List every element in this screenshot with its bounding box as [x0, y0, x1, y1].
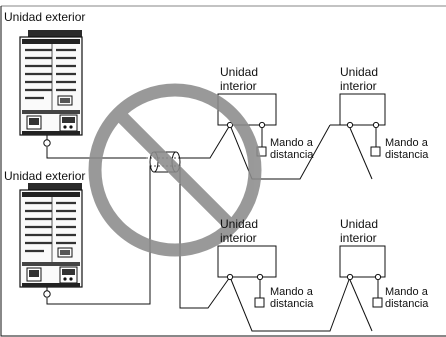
- outdoor-unit-1-terminal: [43, 135, 51, 147]
- indoor-upper-right-label-1: Unidad: [340, 65, 378, 79]
- indoor-lower-left-label-1: Unidad: [220, 217, 258, 231]
- indoor-upper-right-label-2: interior: [340, 79, 377, 93]
- indoor-unit-upper-left: [217, 93, 277, 157]
- remote-lower-left-label-1: Mando a: [270, 286, 314, 298]
- prohibition-symbol: [88, 83, 262, 257]
- outdoor-unit-2: [19, 183, 83, 288]
- indoor-unit-lower-right: [339, 245, 386, 332]
- wire-upper-chain-1: [229, 124, 331, 180]
- outdoor-unit-2-terminal: [43, 287, 51, 298]
- outdoor-unit-1-label: Unidad exterior: [4, 10, 85, 24]
- remote-lower-right-label-2: distancia: [385, 298, 429, 310]
- remote-upper-left-label-1: Mando a: [270, 137, 314, 149]
- wire-lower-chain-1: [229, 276, 351, 332]
- outdoor-unit-1: [19, 30, 83, 136]
- indoor-unit-lower-left: [217, 245, 277, 308]
- indoor-unit-upper-right: [339, 93, 386, 180]
- outdoor-unit-2-label: Unidad exterior: [4, 169, 85, 183]
- remote-upper-right-label-2: distancia: [385, 149, 429, 161]
- indoor-lower-right-label-2: interior: [340, 231, 377, 245]
- remote-lower-right-label-1: Mando a: [385, 286, 429, 298]
- indoor-upper-left-label-2: interior: [220, 79, 257, 93]
- indoor-lower-left-label-2: interior: [220, 231, 257, 245]
- wire-to-upper-indoor: [178, 124, 231, 159]
- indoor-lower-right-label-1: Unidad: [340, 217, 378, 231]
- remote-upper-right-label-1: Mando a: [385, 137, 429, 149]
- wire-outdoor-1: [46, 147, 146, 159]
- indoor-upper-left-label-1: Unidad: [220, 65, 258, 79]
- remote-upper-left-label-2: distancia: [270, 149, 314, 161]
- remote-lower-left-label-2: distancia: [270, 298, 314, 310]
- frame-border: [0, 6, 446, 337]
